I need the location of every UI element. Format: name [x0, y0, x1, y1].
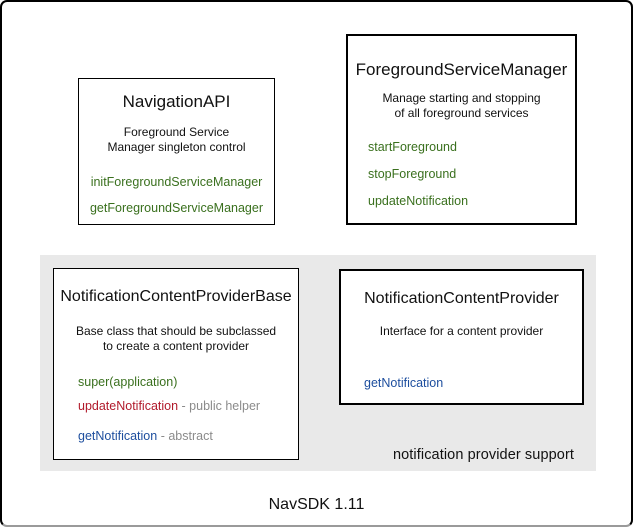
foregroundservicemanager-title: ForegroundServiceManager: [355, 60, 568, 79]
method-initforegroundservicemanager: initForegroundServiceManager: [90, 175, 263, 189]
sdk-version-caption: NavSDK 1.11: [268, 496, 365, 513]
notificationcontentprovider-description-line1: Interface for a content provider: [379, 324, 544, 338]
method-getnotification-name: getNotification: [78, 429, 158, 443]
method-updatenotification-note: - public helper: [178, 399, 261, 413]
foregroundservicemanager-description-line2: of all foreground services: [394, 106, 529, 120]
group-label: notification provider support: [392, 447, 574, 463]
foregroundservicemanager-description-line1: Manage starting and stopping: [382, 91, 541, 105]
notificationcontentproviderbase-title: NotificationContentProviderBase: [60, 288, 292, 305]
notificationcontentproviderbase-description-line1: Base class that should be subclassed: [75, 324, 277, 338]
navigationapi-title: NavigationAPI: [122, 92, 231, 111]
method-startforeground: startForeground: [368, 140, 457, 154]
notificationcontentprovider-description: Interface for a content provider: [341, 324, 582, 339]
class-box-foregroundservicemanager: ForegroundServiceManager Manage starting…: [346, 34, 577, 225]
class-box-notificationcontentproviderbase: NotificationContentProviderBase Base cla…: [53, 268, 299, 460]
navigationapi-description: Foreground Service Manager singleton con…: [79, 125, 274, 155]
method-getnotification-note: - abstract: [157, 429, 213, 443]
method-getnotification-ncp: getNotification: [364, 376, 444, 390]
method-getforegroundservicemanager: getForegroundServiceManager: [89, 201, 264, 215]
method-getnotification-ncpb: getNotification - abstract: [78, 429, 213, 443]
notificationcontentproviderbase-description-line2: to create a content provider: [102, 339, 250, 353]
method-stopforeground: stopForeground: [368, 167, 457, 181]
class-box-notificationcontentprovider: NotificationContentProvider Interface fo…: [339, 269, 584, 405]
navigationapi-description-line2: Manager singleton control: [107, 140, 246, 154]
class-box-navigationapi: NavigationAPI Foreground Service Manager…: [78, 78, 275, 225]
notificationcontentprovider-title: NotificationContentProvider: [364, 290, 559, 307]
foregroundservicemanager-description: Manage starting and stopping of all fore…: [348, 91, 575, 121]
notificationcontentproviderbase-description: Base class that should be subclassed to …: [54, 324, 298, 354]
navigationapi-description-line1: Foreground Service: [123, 125, 230, 139]
method-updatenotification-name: updateNotification: [78, 399, 179, 413]
method-updatenotification-fsm: updateNotification: [368, 194, 469, 208]
method-updatenotification-ncpb: updateNotification - public helper: [78, 399, 260, 413]
method-super-application: super(application): [78, 375, 178, 389]
